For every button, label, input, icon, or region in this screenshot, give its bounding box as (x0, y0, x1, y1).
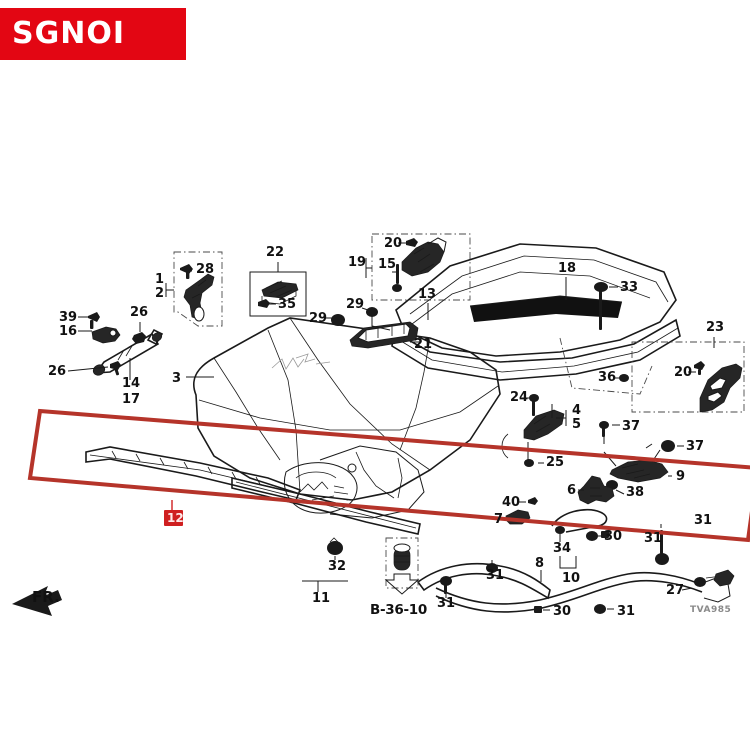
grommet-32-group (302, 537, 348, 592)
callout-35: 35 (278, 297, 296, 312)
cowl-panel-group (391, 243, 681, 395)
callout-32: 32 (328, 559, 346, 574)
callout-20b: 20 (674, 365, 692, 380)
callout-26b: 26 (48, 364, 66, 379)
callout-19: 19 (348, 255, 366, 270)
callout-21: 21 (414, 337, 432, 352)
brand-name: SGNOI (12, 16, 126, 51)
callout-23: 23 (706, 320, 724, 335)
callout-31b: 31 (694, 513, 712, 528)
callout-38: 38 (626, 485, 644, 500)
callout-18: 18 (558, 261, 576, 276)
callout-31d: 31 (486, 568, 504, 583)
callout-22: 22 (266, 245, 284, 260)
diagram-watermark: TVA985 (690, 605, 731, 615)
highlight-badge-label: 12 (167, 511, 184, 525)
callout-8: 8 (535, 556, 544, 571)
bracket-9-group (599, 421, 684, 495)
callout-17: 17 (122, 392, 140, 407)
callout-16: 16 (59, 324, 77, 339)
striker-detail-box (365, 233, 471, 301)
callout-27: 27 (666, 583, 684, 598)
callout-26a: 26 (130, 305, 148, 320)
bracket-4-5-group (501, 394, 567, 467)
release-cable-group (416, 524, 735, 614)
callout-30b: 30 (553, 604, 571, 619)
callout-37b: 37 (686, 439, 704, 454)
detail-box-22 (249, 262, 307, 317)
callout-40: 40 (502, 495, 520, 510)
callout-29b: 29 (346, 297, 364, 312)
detail-box-23 (631, 337, 745, 413)
callout-2: 2 (155, 286, 164, 301)
callout-7: 7 (494, 512, 503, 527)
left-hardware-group (67, 312, 146, 376)
cross-reference-label: B-36-10 (370, 602, 427, 618)
hood-seal-group (85, 446, 421, 535)
callout-36: 36 (598, 370, 616, 385)
brand-banner: SGNOI (0, 8, 186, 60)
callout-labels: 1 2 28 22 35 19 20 15 13 18 33 23 20 36 … (48, 236, 724, 619)
callout-5: 5 (572, 417, 581, 432)
callout-3: 3 (172, 371, 181, 386)
callout-1: 1 (155, 272, 164, 287)
highlight-badge[interactable]: 12 (164, 510, 184, 526)
callout-30a: 30 (604, 529, 622, 544)
callout-37a: 37 (622, 419, 640, 434)
callout-25: 25 (546, 455, 564, 470)
callout-31a: 31 (644, 531, 662, 546)
callout-10: 10 (562, 571, 580, 586)
callout-31c: 31 (437, 596, 455, 611)
callout-15: 15 (378, 257, 396, 272)
rod-holder-group (326, 307, 420, 349)
release-lever-group (504, 475, 615, 525)
front-direction-label: FR. (32, 588, 60, 606)
callout-39: 39 (59, 310, 77, 325)
hinge-detail-box (165, 251, 223, 327)
callout-24: 24 (510, 390, 528, 405)
front-direction-marker (12, 586, 62, 616)
hood-panel-group (186, 317, 501, 501)
callout-29a: 29 (309, 311, 327, 326)
callout-20a: 20 (384, 236, 402, 251)
callout-6: 6 (567, 483, 576, 498)
callout-13: 13 (418, 287, 436, 302)
latch-assembly-group (284, 445, 425, 519)
callout-14: 14 (122, 376, 140, 391)
cross-reference-group (384, 537, 420, 595)
callout-31e: 31 (617, 604, 635, 619)
callout-9: 9 (676, 469, 685, 484)
callout-28: 28 (196, 262, 214, 277)
callout-34: 34 (553, 541, 571, 556)
callout-33: 33 (620, 280, 638, 295)
cable-34-group (551, 508, 608, 569)
callout-4: 4 (572, 403, 581, 418)
callout-11: 11 (312, 591, 330, 606)
